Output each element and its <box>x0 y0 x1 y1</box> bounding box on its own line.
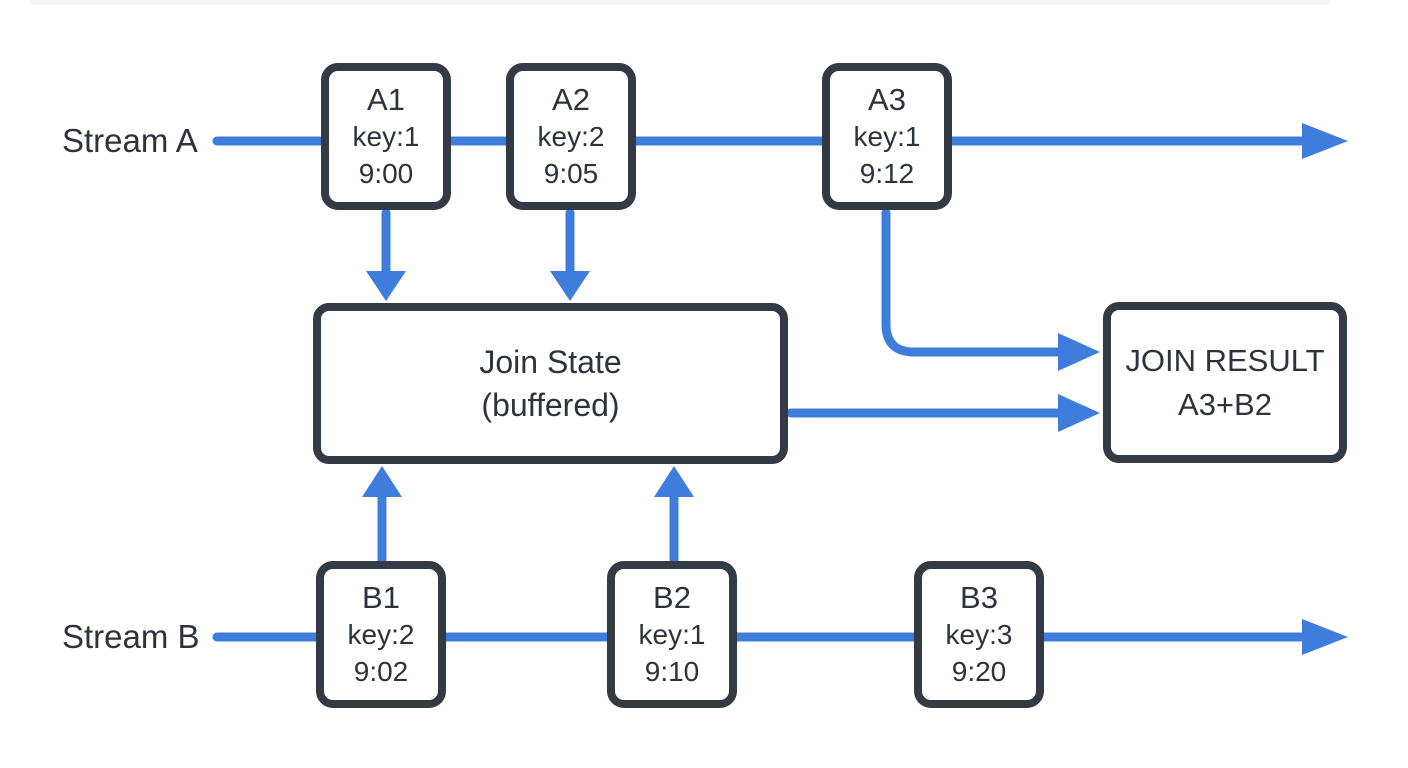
event-time: 9:02 <box>353 656 409 687</box>
event-box-b2: B2 key:1 9:10 <box>607 561 737 708</box>
join-result-value: A3+B2 <box>1178 386 1272 422</box>
join-state-title: Join State <box>479 343 622 380</box>
event-id: B2 <box>653 580 691 615</box>
event-key: key:2 <box>347 619 415 650</box>
event-id: B3 <box>960 580 998 615</box>
join-state-subtitle: (buffered) <box>481 386 620 423</box>
join-result-title: JOIN RESULT <box>1125 342 1325 378</box>
top-edge-artifact <box>30 0 1330 5</box>
event-id: A3 <box>868 82 906 117</box>
event-box-a2: A2 key:2 9:05 <box>506 63 636 210</box>
arrow-b2-to-join-state <box>654 466 694 565</box>
event-id: A2 <box>552 82 590 117</box>
arrow-a1-to-join-state <box>366 208 406 301</box>
event-box-b3: B3 key:3 9:20 <box>914 561 1044 708</box>
event-key: key:3 <box>945 619 1013 650</box>
event-key: key:2 <box>537 121 605 152</box>
event-id: B1 <box>362 580 400 615</box>
event-key: key:1 <box>638 619 706 650</box>
arrow-join-state-to-join-result <box>786 394 1100 432</box>
event-time: 9:20 <box>951 656 1007 687</box>
stream-b-label: Stream B <box>62 618 200 655</box>
event-time: 9:05 <box>543 158 599 189</box>
join-state-box: Join State (buffered) <box>313 303 788 464</box>
arrow-b1-to-join-state <box>362 466 402 565</box>
event-key: key:1 <box>853 121 921 152</box>
event-time: 9:00 <box>358 158 414 189</box>
event-key: key:1 <box>352 121 420 152</box>
arrow-a3-to-join-result <box>881 208 1100 371</box>
event-box-a3: A3 key:1 9:12 <box>822 63 952 210</box>
event-time: 9:12 <box>859 158 915 189</box>
event-time: 9:10 <box>644 656 700 687</box>
event-box-a1: A1 key:1 9:00 <box>321 63 451 210</box>
arrow-a2-to-join-state <box>550 208 590 301</box>
event-box-b1: B1 key:2 9:02 <box>316 561 446 708</box>
join-result-box: JOIN RESULT A3+B2 <box>1103 302 1347 463</box>
stream-a-label: Stream A <box>62 122 198 159</box>
event-id: A1 <box>367 82 405 117</box>
